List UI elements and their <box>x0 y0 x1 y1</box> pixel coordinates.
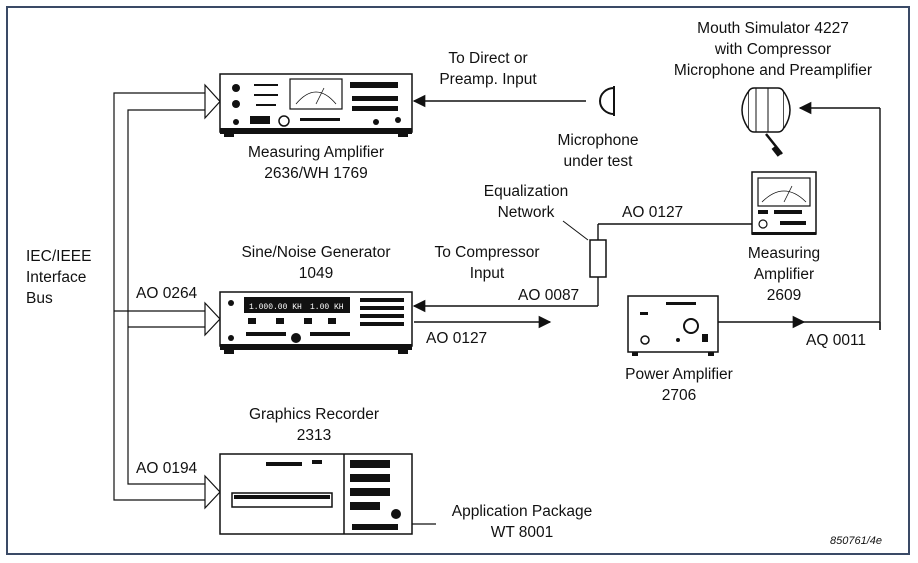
label-mouth-simulator: Mouth Simulator 4227 with Compressor Mic… <box>650 18 896 81</box>
microphone-under-test <box>599 86 615 116</box>
label-application-package: Application Package WT 8001 <box>438 501 606 543</box>
label-line: Sine/Noise Generator <box>241 244 391 261</box>
label-ao0087: AO 0087 <box>518 287 580 304</box>
label-ao0127-top: AO 0127 <box>622 204 684 221</box>
label-sine-noise-generator: Sine/Noise Generator 1049 <box>222 242 410 284</box>
label-iec-bus: IEC/IEEE Interface Bus <box>26 246 91 309</box>
sine-noise-generator: 1.000.00 KH 1.00 KH <box>219 291 413 354</box>
label-measuring-amplifier-2609: Measuring Amplifier 2609 <box>724 243 844 306</box>
measuring-amplifier-2609 <box>751 171 817 235</box>
label-to-direct: To Direct or Preamp. Input <box>418 48 558 90</box>
label-line: Equalization <box>483 183 569 200</box>
mouth-simulator <box>741 87 791 157</box>
label-line: Amplifier <box>753 266 815 283</box>
label-line: 2636/WH 1769 <box>264 165 368 182</box>
label-line: Network <box>497 204 555 221</box>
label-line: with Compressor <box>714 41 832 58</box>
figure-reference: 850761/4e <box>830 535 882 547</box>
label-line: Graphics Recorder <box>248 406 380 423</box>
label-equalization-network: Equalization Network <box>466 181 586 223</box>
label-line: 2313 <box>296 427 332 444</box>
label-power-amplifier: Power Amplifier 2706 <box>612 364 746 406</box>
label-line: Bus <box>26 290 53 307</box>
label-line: Interface <box>26 269 87 286</box>
generator-readout-2: 1.00 KH <box>310 303 344 312</box>
graphics-recorder <box>219 453 413 535</box>
label-line: Measuring Amplifier <box>247 144 385 161</box>
label-line: Power Amplifier <box>625 366 733 383</box>
label-line: Preamp. Input <box>439 71 537 88</box>
label-line: Microphone and Preamplifier <box>673 62 873 79</box>
label-to-compressor: To Compressor Input <box>420 242 554 284</box>
label-line: Application Package <box>451 503 593 520</box>
label-line: 2706 <box>661 387 697 404</box>
label-ao0194: AO 0194 <box>136 460 198 477</box>
diagram-frame <box>6 6 910 555</box>
equalization-network <box>412 220 752 313</box>
power-amplifier <box>627 295 719 356</box>
generator-readout-1: 1.000.00 KH <box>249 303 302 312</box>
label-line: 1049 <box>298 265 334 282</box>
label-ao0264: AO 0264 <box>136 285 198 302</box>
label-line: To Compressor <box>434 244 540 261</box>
interface-bus <box>113 83 221 510</box>
label-ao0127-bottom: AO 0127 <box>426 330 488 347</box>
label-line: 2609 <box>766 287 802 304</box>
label-microphone: Microphone under test <box>538 130 658 172</box>
label-line: Mouth Simulator 4227 <box>697 20 849 37</box>
label-line: IEC/IEEE <box>26 248 92 265</box>
label-line: Microphone <box>557 132 639 149</box>
measuring-amplifier-2636 <box>219 73 413 137</box>
label-line: To Direct or <box>448 50 528 67</box>
label-line: Input <box>469 265 505 282</box>
label-graphics-recorder: Graphics Recorder 2313 <box>232 404 396 446</box>
label-line: under test <box>563 153 633 170</box>
label-aq0011: AQ 0011 <box>806 332 867 349</box>
label-measuring-amplifier-2636: Measuring Amplifier 2636/WH 1769 <box>228 142 404 184</box>
label-line: WT 8001 <box>490 524 554 541</box>
label-line: Measuring <box>747 245 821 262</box>
